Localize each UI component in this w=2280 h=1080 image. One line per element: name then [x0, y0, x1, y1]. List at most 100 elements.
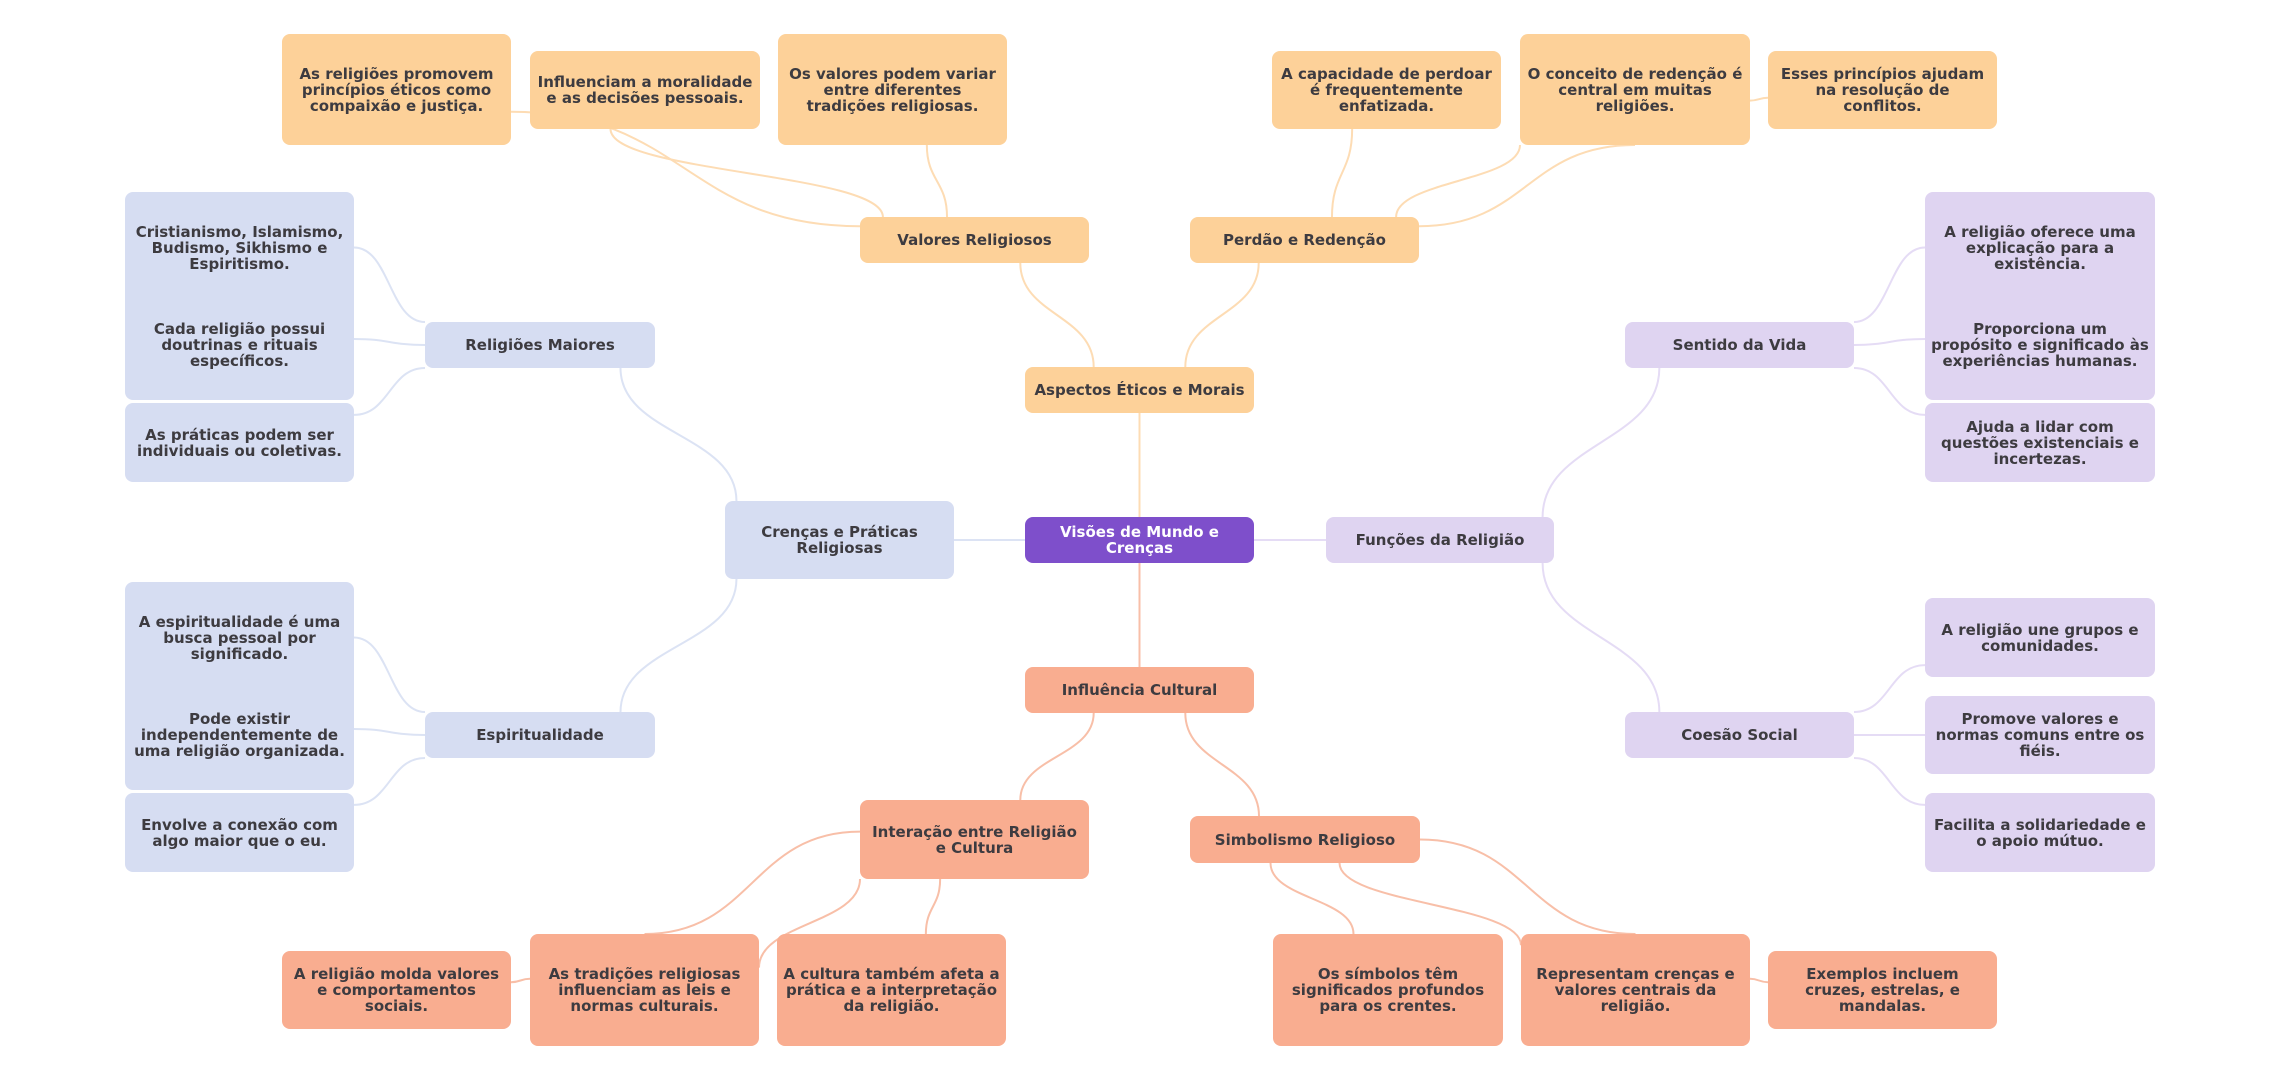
leaf-node-text: A religião molda valores e comportamento… [293, 965, 500, 1015]
edge-interaction-leaf [510, 977, 531, 984]
leaf-node-text: As religiões promovem princípios éticos … [299, 64, 494, 115]
edge-cohesion-leaf [1853, 664, 1926, 713]
topic-node-interacao[interactable]: Interação entre Religião e Cultura [860, 800, 1089, 879]
edge-meaning-leaf [1853, 337, 1926, 346]
leaf-node[interactable]: Exemplos incluem cruzes, estrelas, e man… [1768, 951, 1997, 1029]
edge-functions-cohesion [1541, 562, 1661, 713]
leaf-node[interactable]: Facilita a solidariedade e o apoio mútuo… [1925, 793, 2155, 872]
leaf-node[interactable]: As práticas podem ser individuais ou col… [125, 403, 354, 482]
leaf-node[interactable]: A religião oferece uma explicação para a… [1925, 192, 2155, 303]
edge-interaction-leaf [924, 878, 942, 935]
edge-symbolism-leaf [1338, 862, 1522, 946]
topic-node-label: Perdão e Redenção [1223, 231, 1386, 249]
leaf-node-text: Pode existir independentemente de uma re… [134, 709, 345, 760]
edge-meaning-leaf [1853, 246, 1926, 323]
edge-spirituality-leaf [353, 727, 426, 736]
leaf-node-text: As práticas podem ser individuais ou col… [136, 425, 342, 460]
branch-node-culture[interactable]: Influência Cultural [1025, 667, 1254, 713]
leaf-node[interactable]: Ajuda a lidar com questões existenciais … [1925, 403, 2155, 482]
leaf-node[interactable]: A cultura também afeta a prática e a int… [777, 934, 1006, 1046]
topic-node-sentido-da-vida[interactable]: Sentido da Vida [1625, 322, 1854, 368]
leaf-node-text: A cultura também afeta a prática e a int… [783, 965, 1000, 1015]
leaf-node-text: Influenciam a moralidade e as decisões p… [537, 73, 753, 107]
leaf-node[interactable]: As tradições religiosas influenciam as l… [530, 934, 759, 1046]
branch-node-functions-label: Funções da Religião [1355, 531, 1525, 549]
leaf-node-text: Proporciona um propósito e significado à… [1931, 319, 2149, 370]
leaf-node[interactable]: Cristianismo, Islamismo, Budismo, Sikhis… [125, 192, 354, 303]
edge-spirituality-leaf [353, 757, 426, 806]
leaf-node-text: Cristianismo, Islamismo, Budismo, Sikhis… [135, 222, 344, 273]
edge-major-leaf [353, 367, 426, 416]
leaf-node[interactable]: Envolve a conexão com algo maior que o e… [125, 793, 354, 872]
leaf-node[interactable]: A capacidade de perdoar é frequentemente… [1272, 51, 1501, 129]
edge-functions-meaning [1541, 367, 1661, 518]
topic-node-label: Sentido da Vida [1672, 336, 1807, 354]
topic-node-espiritualidade[interactable]: Espiritualidade [425, 712, 655, 758]
branch-node-beliefs-label: Crenças e Práticas Religiosas [761, 523, 918, 557]
leaf-node[interactable]: O conceito de redenção é central em muit… [1520, 34, 1750, 145]
leaf-node-text: A religião une grupos e comunidades. [1941, 620, 2139, 655]
leaf-node-text: A religião oferece uma explicação para a… [1944, 222, 2136, 273]
edge-symbolism-leaf [1269, 862, 1355, 935]
leaf-node[interactable]: Promove valores e normas comuns entre os… [1925, 696, 2155, 774]
leaf-node-text: Os valores podem variar entre diferentes… [789, 64, 996, 115]
leaf-node[interactable]: A religião molda valores e comportamento… [282, 951, 511, 1029]
leaf-node[interactable]: Proporciona um propósito e significado à… [1925, 289, 2155, 400]
leaf-node-text: A capacidade de perdoar é frequentemente… [1281, 65, 1492, 115]
topic-node-perdao-redencao[interactable]: Perdão e Redenção [1190, 217, 1419, 263]
branch-node-ethics[interactable]: Aspectos Éticos e Morais [1025, 367, 1254, 413]
leaf-node-text: Exemplos incluem cruzes, estrelas, e man… [1805, 965, 1960, 1015]
topic-node-valores-religiosos[interactable]: Valores Religiosos [860, 217, 1089, 263]
branch-node-functions[interactable]: Funções da Religião [1326, 517, 1554, 563]
leaf-node[interactable]: Pode existir independentemente de uma re… [125, 679, 354, 790]
leaf-node-text: Ajuda a lidar com questões existenciais … [1941, 417, 2139, 468]
topic-node-simbolismo[interactable]: Simbolismo Religioso [1190, 816, 1420, 863]
edge-ethics-forgiveness [1184, 262, 1260, 368]
leaf-node-text: Representam crenças e valores centrais d… [1536, 965, 1735, 1015]
leaf-node[interactable]: Os símbolos têm significados profundos p… [1273, 934, 1503, 1046]
edge-culture-interaction [1019, 712, 1095, 801]
topic-node-religioes-maiores[interactable]: Religiões Maiores [425, 322, 655, 368]
leaf-node-text: Cada religião possui doutrinas e rituais… [153, 319, 326, 370]
leaf-node[interactable]: Cada religião possui doutrinas e rituais… [125, 289, 354, 400]
branch-node-culture-label: Influência Cultural [1061, 681, 1218, 699]
edge-forgiveness-leaf [1418, 144, 1636, 228]
leaf-node[interactable]: Influenciam a moralidade e as decisões p… [530, 51, 760, 129]
root-node[interactable]: Visões de Mundo e Crenças [1025, 517, 1254, 563]
leaf-node[interactable]: A religião une grupos e comunidades. [1925, 598, 2155, 677]
leaf-node[interactable]: Esses princípios ajudam na resolução de … [1768, 51, 1997, 129]
leaf-node[interactable]: Os valores podem variar entre diferentes… [778, 34, 1007, 145]
topic-node-label: Coesão Social [1681, 726, 1798, 744]
leaf-node-text: As tradições religiosas influenciam as l… [548, 965, 741, 1015]
leaf-node[interactable]: A espiritualidade é uma busca pessoal po… [125, 582, 354, 693]
topic-node-label: Interação entre Religião e Cultura [872, 822, 1077, 857]
edge-major-leaf [353, 337, 426, 346]
leaf-node-text: A espiritualidade é uma busca pessoal po… [138, 612, 341, 663]
edge-symbolism-leaf [1419, 838, 1636, 935]
topic-node-coesao-social[interactable]: Coesão Social [1625, 712, 1854, 758]
leaf-node-text: Envolve a conexão com algo maior que o e… [141, 815, 338, 850]
leaf-node-text: Esses princípios ajudam na resolução de … [1780, 65, 1985, 115]
topic-node-label: Religiões Maiores [465, 336, 615, 354]
edge-forgiveness-leaf [1749, 96, 1769, 102]
leaf-node-text: O conceito de redenção é central em muit… [1527, 64, 1743, 115]
topic-node-label: Valores Religiosos [897, 231, 1052, 249]
leaf-node[interactable]: Representam crenças e valores centrais d… [1521, 934, 1750, 1046]
topic-node-label: Espiritualidade [476, 726, 604, 744]
edge-ethics-values [1019, 262, 1095, 368]
edge-interaction-leaf [644, 830, 861, 935]
edge-symbolism-leaf [1749, 977, 1769, 984]
leaf-node-text: Promove valores e normas comuns entre os… [1935, 710, 2145, 760]
edge-forgiveness-leaf [1395, 144, 1521, 218]
leaf-node[interactable]: As religiões promovem princípios éticos … [282, 34, 511, 145]
branch-node-ethics-label: Aspectos Éticos e Morais [1034, 381, 1245, 399]
edge-values-leaf [925, 144, 949, 218]
edge-beliefs-major [619, 367, 738, 502]
leaf-node-text: Facilita a solidariedade e o apoio mútuo… [1934, 815, 2146, 850]
branch-node-beliefs[interactable]: Crenças e Práticas Religiosas [725, 501, 954, 579]
edge-spirituality-leaf [353, 636, 426, 713]
edge-forgiveness-leaf [1330, 128, 1354, 218]
edge-major-leaf [353, 246, 426, 323]
topic-node-label: Simbolismo Religioso [1214, 830, 1396, 849]
